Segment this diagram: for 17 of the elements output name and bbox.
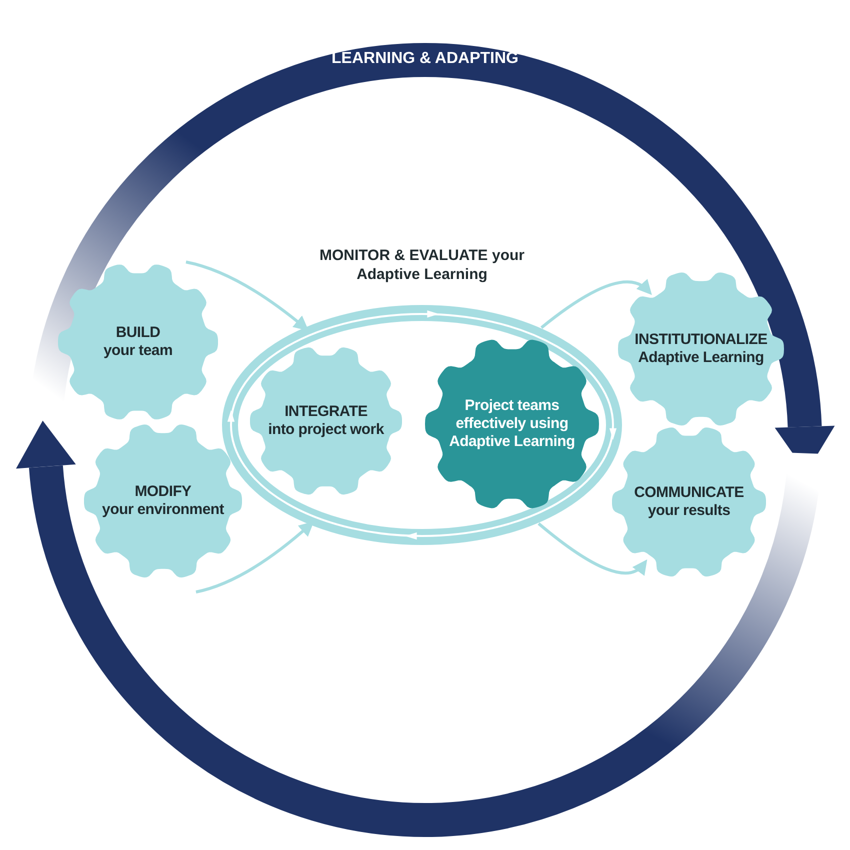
gear-text: your environment xyxy=(102,501,224,519)
gear-heading: COMMUNICATE xyxy=(634,484,744,502)
cycle-heading: MONITOR & EVALUATE your Adaptive Learning xyxy=(318,247,526,284)
gear-text: your results xyxy=(648,502,730,520)
curved-arrow xyxy=(196,521,314,594)
curved-arrow xyxy=(540,278,652,329)
gear-text: your team xyxy=(104,342,172,360)
gear-text: into project work xyxy=(268,421,384,439)
gear-text: Project teams effectively using Adaptive Learning xyxy=(448,397,576,451)
ring-label: LEARNING & ADAPTING xyxy=(332,51,518,67)
gear-heading: INSTITUTIONALIZE xyxy=(634,331,768,349)
gear-text: Adaptive Learning xyxy=(638,349,764,367)
curved-arrow xyxy=(538,522,648,576)
gear-heading: INTEGRATE xyxy=(284,403,368,421)
gear-heading: BUILD xyxy=(116,324,160,342)
curved-arrow xyxy=(186,260,309,331)
gear-heading: MODIFY xyxy=(134,483,192,501)
